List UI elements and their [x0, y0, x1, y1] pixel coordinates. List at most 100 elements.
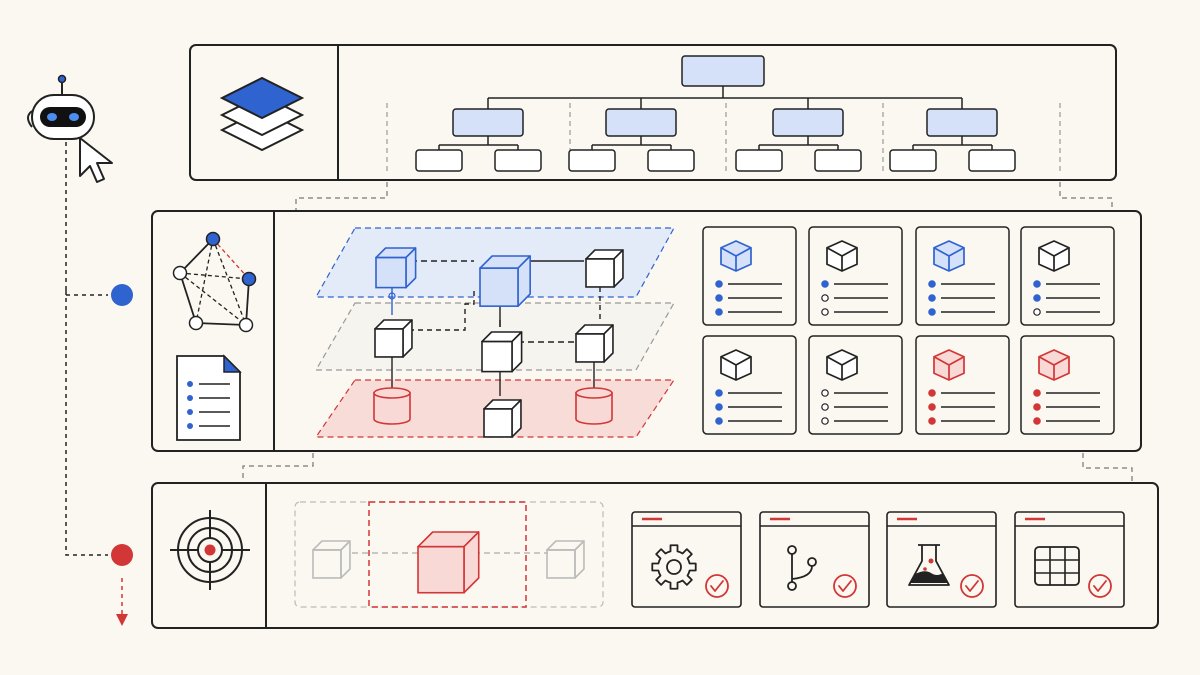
org-child-node — [568, 149, 616, 172]
tier-graph-layers — [151, 210, 1142, 452]
target-icon — [170, 510, 250, 590]
card-bullet — [821, 417, 829, 425]
status-card[interactable] — [808, 335, 903, 435]
card-bullet — [928, 417, 936, 425]
table-grid-icon — [1034, 546, 1080, 586]
card-bullet — [1033, 403, 1041, 411]
node-blue-1 — [375, 247, 417, 289]
status-card[interactable] — [1020, 335, 1115, 435]
document-list-icon — [176, 354, 242, 441]
node-dark-top — [585, 249, 624, 288]
flask-icon — [908, 544, 950, 586]
node-database-1 — [373, 387, 411, 425]
card-bullet — [1033, 308, 1041, 316]
card-bullet — [715, 308, 723, 316]
card-bullet — [1033, 389, 1041, 397]
node-mid-3 — [575, 324, 614, 363]
org-child-node — [968, 149, 1016, 172]
org-parent-node — [772, 108, 844, 137]
path-node-red — [111, 544, 133, 566]
check-circle-icon — [705, 574, 729, 598]
status-card[interactable] — [915, 335, 1010, 435]
tier-connectors-bottom — [242, 453, 1133, 482]
tool-window[interactable] — [631, 511, 742, 608]
card-cube-icon — [720, 349, 752, 381]
card-bullet — [928, 294, 936, 302]
org-root-node — [681, 55, 765, 87]
cursor-icon — [79, 137, 113, 183]
card-bullet — [1033, 294, 1041, 302]
gear-icon — [651, 544, 697, 590]
status-card[interactable] — [702, 226, 797, 326]
org-child-node — [735, 149, 783, 172]
node-mid-2 — [481, 331, 523, 373]
node-bottom-cube — [483, 399, 522, 438]
tier-hierarchy — [189, 44, 1117, 181]
card-bullet — [715, 403, 723, 411]
org-child-node — [415, 149, 463, 172]
agent-path-line — [65, 142, 108, 556]
org-group — [568, 108, 695, 172]
card-bullet — [928, 280, 936, 288]
tier-execution — [151, 482, 1159, 629]
card-bullet — [1033, 280, 1041, 288]
status-card[interactable] — [1020, 226, 1115, 326]
card-bullet — [1033, 417, 1041, 425]
org-group — [735, 108, 862, 172]
card-bullet — [821, 389, 829, 397]
focus-cube — [417, 531, 480, 594]
card-bullet — [821, 403, 829, 411]
card-cube-icon — [933, 240, 965, 272]
status-card[interactable] — [702, 335, 797, 435]
path-node-blue — [111, 284, 133, 306]
card-cube-icon — [826, 240, 858, 272]
card-cube-icon — [933, 349, 965, 381]
card-bullet — [928, 389, 936, 397]
card-bullet — [715, 280, 723, 288]
card-bullet — [928, 403, 936, 411]
org-chart — [386, 55, 1061, 172]
org-parent-node — [605, 108, 677, 137]
card-bullet — [715, 417, 723, 425]
node-database-2 — [575, 387, 613, 425]
status-card[interactable] — [808, 226, 903, 326]
check-circle-icon — [960, 574, 984, 598]
org-child-node — [814, 149, 862, 172]
card-cube-icon — [1038, 349, 1070, 381]
tool-window[interactable] — [886, 511, 997, 608]
status-card[interactable] — [915, 226, 1010, 326]
card-bullet — [821, 294, 829, 302]
node-mid-1 — [374, 319, 413, 358]
branch-icon — [787, 545, 817, 591]
graph-icon — [172, 231, 257, 333]
layers-stack-icon — [219, 76, 305, 152]
check-circle-icon — [833, 574, 857, 598]
card-bullet — [715, 389, 723, 397]
node-blue-2 — [479, 255, 531, 307]
org-parent-node — [452, 108, 524, 137]
card-cube-icon — [1038, 240, 1070, 272]
check-circle-icon — [1088, 574, 1112, 598]
focus-box — [368, 501, 527, 608]
card-cube-icon — [720, 240, 752, 272]
robot-icon — [27, 74, 95, 140]
card-bullet — [715, 294, 723, 302]
tool-window[interactable] — [1014, 511, 1125, 608]
org-child-node — [647, 149, 695, 172]
card-bullet — [821, 280, 829, 288]
agent-column — [27, 74, 133, 626]
card-bullet — [928, 308, 936, 316]
faded-cube-right — [546, 540, 585, 579]
card-cube-icon — [826, 349, 858, 381]
org-child-node — [889, 149, 937, 172]
card-bullet — [821, 308, 829, 316]
org-group — [415, 108, 542, 172]
tool-window[interactable] — [759, 511, 870, 608]
org-parent-node — [926, 108, 998, 137]
org-group — [889, 108, 1016, 172]
org-child-node — [494, 149, 542, 172]
faded-cube-left — [312, 540, 351, 579]
focus-strip — [294, 501, 604, 608]
tier-connectors-top — [295, 182, 1113, 210]
